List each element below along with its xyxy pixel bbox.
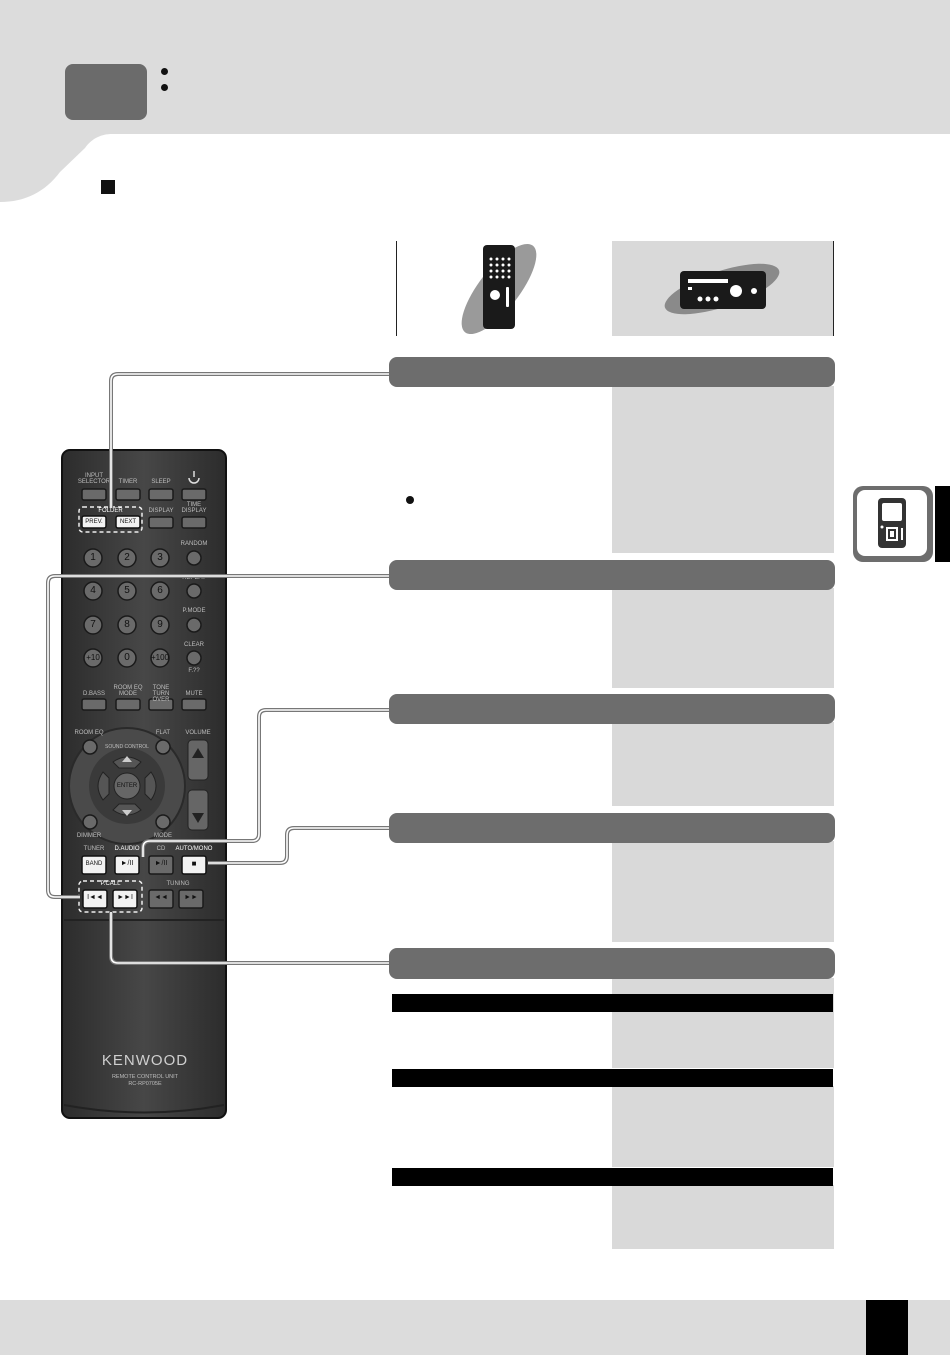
remote-column-header <box>396 241 614 336</box>
digit-5-button[interactable]: 5 <box>124 585 130 596</box>
sound-control-label: SOUND CONTROL <box>105 744 149 750</box>
input-selector-label: INPUT SELECTOR <box>77 473 111 485</box>
unit-column-cell <box>612 1086 834 1167</box>
skip-back-button[interactable]: I◄◄ <box>87 894 103 901</box>
footer-band <box>0 1300 950 1355</box>
mode-label: MODE <box>154 833 172 839</box>
digit-4-button[interactable]: 4 <box>90 585 96 596</box>
unit-column-cell <box>612 386 834 553</box>
model-line-2: RC-RP0705E <box>128 1081 162 1087</box>
random-label: RANDOM <box>180 541 208 547</box>
daudio-play-pause-button[interactable]: ►/II <box>120 860 134 867</box>
unit-column-cell <box>612 588 834 688</box>
mute-label: MUTE <box>185 691 203 697</box>
section-bar-search <box>389 948 835 979</box>
auto-mono-label: AUTO/MONO <box>175 846 213 852</box>
pmode-label: P.MODE <box>182 608 206 614</box>
folder-label: FOLDER <box>98 508 123 514</box>
plus10-button[interactable]: +10 <box>86 653 100 662</box>
brand-logo: KENWOOD <box>101 1052 189 1069</box>
band-button[interactable]: BAND <box>85 861 103 867</box>
digit-1-button[interactable]: 1 <box>90 552 96 563</box>
digit-3-button[interactable]: 3 <box>157 552 163 563</box>
fast-forward-button[interactable]: ►► <box>184 894 198 901</box>
digit-6-button[interactable]: 6 <box>157 585 163 596</box>
unit-column-cell <box>612 841 834 942</box>
clear-label: CLEAR <box>183 642 204 648</box>
digit-7-button[interactable]: 7 <box>90 619 96 630</box>
digit-0-button[interactable]: 0 <box>124 652 130 663</box>
header-bullet <box>161 68 168 75</box>
dimmer-label: DIMMER <box>76 833 102 839</box>
time-display-label: TIME DISPLAY <box>181 502 207 514</box>
flat-label: FLAT <box>155 730 171 736</box>
chapter-box <box>65 64 147 120</box>
fl-label: F.?? <box>188 668 200 674</box>
cd-play-pause-button[interactable]: ►/II <box>154 860 168 867</box>
note-bullet <box>406 496 414 504</box>
section-bar-stop <box>389 813 835 843</box>
cd-label: CD <box>156 846 166 852</box>
main-unit-icon <box>664 263 780 315</box>
digit-8-button[interactable]: 8 <box>124 619 130 630</box>
dbass-label: D.BASS <box>82 691 105 697</box>
unit-column-cell <box>612 1185 834 1249</box>
room-eq-label: ROOM EQ <box>74 730 104 736</box>
sub-heading-bar <box>392 1069 833 1087</box>
remote-control-icon <box>461 243 537 335</box>
model-line-1: REMOTE CONTROL UNIT <box>111 1074 179 1080</box>
next-button[interactable]: NEXT <box>119 519 136 525</box>
section-bar-skip <box>389 560 835 590</box>
sleep-label: SLEEP <box>151 479 171 485</box>
section-bar-play-pause <box>389 694 835 724</box>
sub-heading-bar <box>392 1168 833 1186</box>
timer-label: TIMER <box>118 479 138 485</box>
tone-turn-over-label: TONE TURN OVER <box>152 685 170 703</box>
header-curve <box>0 134 950 205</box>
unit-column-cell <box>612 978 834 1068</box>
tuner-label: TUNER <box>83 846 105 852</box>
prev-button[interactable]: PREV. <box>85 519 103 525</box>
page-number-box <box>866 1300 908 1355</box>
side-tab-edge <box>935 486 950 562</box>
sub-heading-bar <box>392 994 833 1012</box>
skip-forward-button[interactable]: ►►I <box>117 894 133 901</box>
display-label: DISPLAY <box>148 508 174 514</box>
stop-button[interactable]: ■ <box>191 859 197 868</box>
daudio-label: D.AUDIO <box>114 846 140 852</box>
remote-labels: INPUT SELECTOR TIMER SLEEP FOLDER PREV. … <box>55 440 235 1130</box>
section-square-bullet <box>101 180 115 194</box>
remote-control <box>61 449 227 1119</box>
portable-player-icon <box>878 498 906 548</box>
header-bullet <box>161 84 168 91</box>
enter-button[interactable]: ENTER <box>116 783 138 789</box>
unit-column-header <box>612 241 834 336</box>
tuning-label: TUNING <box>166 881 190 887</box>
digit-9-button[interactable]: 9 <box>157 619 163 630</box>
pcall-label: P.CALL <box>100 881 121 887</box>
section-bar-folder <box>389 357 835 387</box>
room-eq-mode-label: ROOM EQ MODE <box>113 685 143 697</box>
digit-2-button[interactable]: 2 <box>124 552 130 563</box>
rewind-button[interactable]: ◄◄ <box>154 894 168 901</box>
unit-column-cell <box>612 722 834 806</box>
plus100-button[interactable]: +100 <box>150 653 170 662</box>
volume-label: VOLUME <box>185 730 211 736</box>
side-tab-inner <box>857 490 927 556</box>
